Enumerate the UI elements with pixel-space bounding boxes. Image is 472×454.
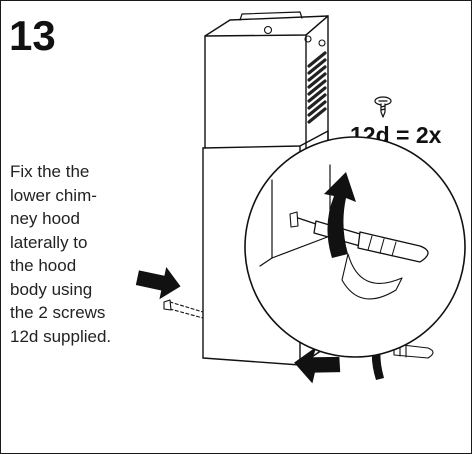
instruction-text: Fix the the lower chim- ney hood lateral…: [10, 162, 112, 346]
left-screw-path: [163, 299, 204, 319]
step-number: 13: [9, 12, 56, 59]
screw-icon: [374, 96, 392, 118]
upper-chimney: [204, 11, 329, 149]
push-arrow-right: [294, 346, 341, 384]
magnifier-circle: [244, 136, 466, 358]
vent-slots: [307, 51, 327, 124]
push-arrow-left: [135, 266, 181, 300]
screwdriver-small: [367, 343, 434, 359]
